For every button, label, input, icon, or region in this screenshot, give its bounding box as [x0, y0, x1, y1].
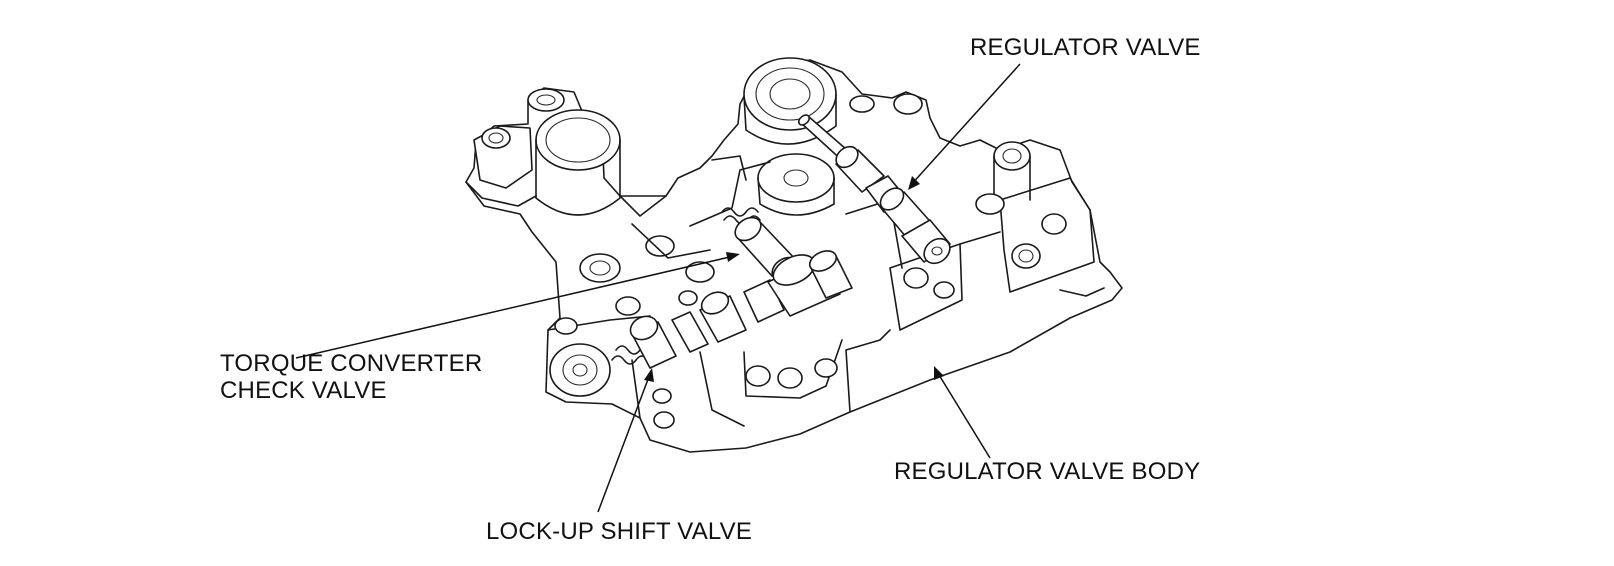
- leader-regulator-valve-body: [935, 369, 991, 459]
- arrow-regulator-valve: [908, 176, 920, 190]
- arrow-lock-up-shift-valve: [644, 368, 654, 382]
- label-regulator-valve: REGULATOR VALVE: [970, 34, 1201, 61]
- leader-regulator-valve: [909, 63, 1021, 187]
- label-lock-up-shift-valve: LOCK-UP SHIFT VALVE: [486, 518, 753, 545]
- label-torque-converter-line1: TORQUE CONVERTER: [220, 350, 483, 377]
- arrow-torque-converter: [726, 252, 740, 262]
- valve-body-housing: [465, 57, 1123, 453]
- arrow-regulator-valve-body: [934, 366, 944, 380]
- leader-torque-converter: [295, 255, 735, 359]
- lock-up-shift-valve: [611, 250, 853, 369]
- leader-lines: [295, 63, 1021, 513]
- label-regulator-valve-body: REGULATOR VALVE BODY: [894, 458, 1201, 485]
- label-torque-converter-line2: CHECK VALVE: [220, 377, 387, 404]
- leader-lock-up-shift-valve: [597, 373, 651, 513]
- regulator-valve-spool: [797, 114, 951, 265]
